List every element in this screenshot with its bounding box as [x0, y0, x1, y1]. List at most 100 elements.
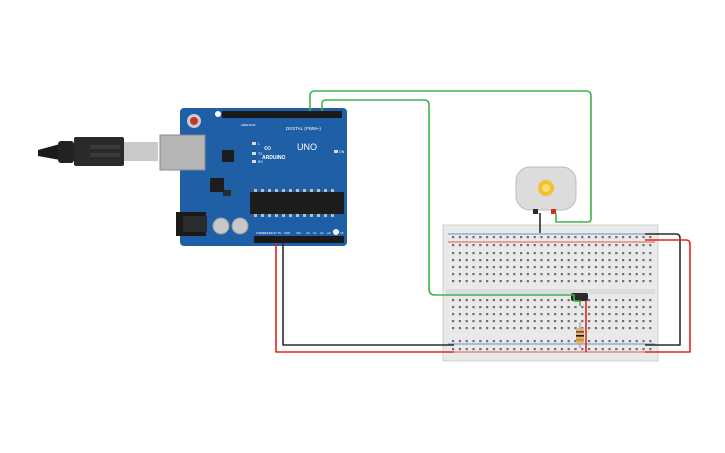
breadboard-hole[interactable] [615, 266, 618, 269]
breadboard-hole[interactable] [635, 348, 638, 351]
breadboard-hole[interactable] [649, 259, 652, 262]
breadboard-hole[interactable] [560, 273, 563, 276]
wire-green-motor[interactable] [309, 90, 592, 223]
breadboard-hole[interactable] [513, 320, 516, 323]
breadboard-hole[interactable] [628, 299, 631, 302]
breadboard-hole[interactable] [458, 280, 461, 283]
breadboard-hole[interactable] [608, 340, 611, 343]
breadboard-hole[interactable] [533, 340, 536, 343]
breadboard-hole[interactable] [601, 244, 604, 247]
breadboard-hole[interactable] [594, 273, 597, 276]
breadboard-hole[interactable] [547, 340, 550, 343]
breadboard-hole[interactable] [642, 236, 645, 239]
breadboard-hole[interactable] [581, 306, 584, 309]
breadboard-hole[interactable] [574, 244, 577, 247]
breadboard-hole[interactable] [581, 252, 584, 255]
breadboard-hole[interactable] [479, 252, 482, 255]
breadboard-hole[interactable] [608, 313, 611, 316]
breadboard-hole[interactable] [513, 299, 516, 302]
breadboard-hole[interactable] [635, 299, 638, 302]
breadboard-hole[interactable] [452, 259, 455, 262]
breadboard-hole[interactable] [594, 280, 597, 283]
breadboard-hole[interactable] [540, 244, 543, 247]
breadboard-hole[interactable] [486, 306, 489, 309]
breadboard-hole[interactable] [615, 259, 618, 262]
breadboard-hole[interactable] [588, 280, 591, 283]
breadboard-hole[interactable] [520, 252, 523, 255]
breadboard-hole[interactable] [567, 348, 570, 351]
breadboard-hole[interactable] [581, 348, 584, 351]
transistor-icon[interactable] [571, 293, 588, 301]
breadboard-hole[interactable] [513, 244, 516, 247]
breadboard-hole[interactable] [588, 327, 591, 330]
breadboard-hole[interactable] [513, 266, 516, 269]
breadboard-hole[interactable] [533, 320, 536, 323]
breadboard-hole[interactable] [622, 252, 625, 255]
breadboard-hole[interactable] [628, 252, 631, 255]
breadboard-hole[interactable] [526, 280, 529, 283]
breadboard-hole[interactable] [574, 340, 577, 343]
breadboard-hole[interactable] [594, 252, 597, 255]
breadboard-hole[interactable] [554, 280, 557, 283]
breadboard-hole[interactable] [492, 327, 495, 330]
breadboard-hole[interactable] [567, 273, 570, 276]
breadboard-hole[interactable] [452, 306, 455, 309]
breadboard-hole[interactable] [506, 266, 509, 269]
breadboard-hole[interactable] [628, 280, 631, 283]
breadboard-hole[interactable] [472, 306, 475, 309]
breadboard-hole[interactable] [486, 252, 489, 255]
breadboard-hole[interactable] [622, 306, 625, 309]
breadboard-hole[interactable] [560, 327, 563, 330]
breadboard-hole[interactable] [465, 259, 468, 262]
breadboard-hole[interactable] [506, 244, 509, 247]
breadboard-hole[interactable] [540, 299, 543, 302]
breadboard-hole[interactable] [601, 320, 604, 323]
breadboard-hole[interactable] [465, 348, 468, 351]
breadboard-hole[interactable] [560, 306, 563, 309]
breadboard-hole[interactable] [649, 299, 652, 302]
breadboard-hole[interactable] [513, 273, 516, 276]
breadboard-hole[interactable] [554, 320, 557, 323]
breadboard-hole[interactable] [615, 348, 618, 351]
breadboard-hole[interactable] [479, 266, 482, 269]
breadboard-hole[interactable] [601, 348, 604, 351]
breadboard[interactable] [442, 224, 659, 362]
breadboard-hole[interactable] [642, 280, 645, 283]
breadboard-hole[interactable] [526, 259, 529, 262]
breadboard-hole[interactable] [560, 266, 563, 269]
breadboard-hole[interactable] [594, 320, 597, 323]
breadboard-hole[interactable] [492, 266, 495, 269]
breadboard-hole[interactable] [452, 340, 455, 343]
breadboard-hole[interactable] [628, 327, 631, 330]
breadboard-hole[interactable] [492, 299, 495, 302]
breadboard-hole[interactable] [581, 313, 584, 316]
breadboard-hole[interactable] [458, 340, 461, 343]
breadboard-hole[interactable] [574, 266, 577, 269]
breadboard-hole[interactable] [465, 327, 468, 330]
breadboard-hole[interactable] [588, 306, 591, 309]
breadboard-hole[interactable] [506, 259, 509, 262]
breadboard-hole[interactable] [608, 327, 611, 330]
breadboard-hole[interactable] [513, 348, 516, 351]
breadboard-hole[interactable] [458, 273, 461, 276]
breadboard-hole[interactable] [458, 348, 461, 351]
breadboard-hole[interactable] [642, 266, 645, 269]
breadboard-hole[interactable] [649, 320, 652, 323]
breadboard-hole[interactable] [622, 313, 625, 316]
breadboard-hole[interactable] [465, 299, 468, 302]
breadboard-hole[interactable] [594, 327, 597, 330]
breadboard-hole[interactable] [615, 273, 618, 276]
breadboard-hole[interactable] [520, 236, 523, 239]
breadboard-hole[interactable] [628, 244, 631, 247]
breadboard-hole[interactable] [574, 313, 577, 316]
breadboard-hole[interactable] [533, 306, 536, 309]
breadboard-hole[interactable] [649, 313, 652, 316]
breadboard-hole[interactable] [635, 244, 638, 247]
breadboard-hole[interactable] [547, 348, 550, 351]
breadboard-hole[interactable] [458, 266, 461, 269]
breadboard-hole[interactable] [601, 306, 604, 309]
breadboard-hole[interactable] [567, 280, 570, 283]
breadboard-hole[interactable] [649, 340, 652, 343]
breadboard-hole[interactable] [479, 299, 482, 302]
